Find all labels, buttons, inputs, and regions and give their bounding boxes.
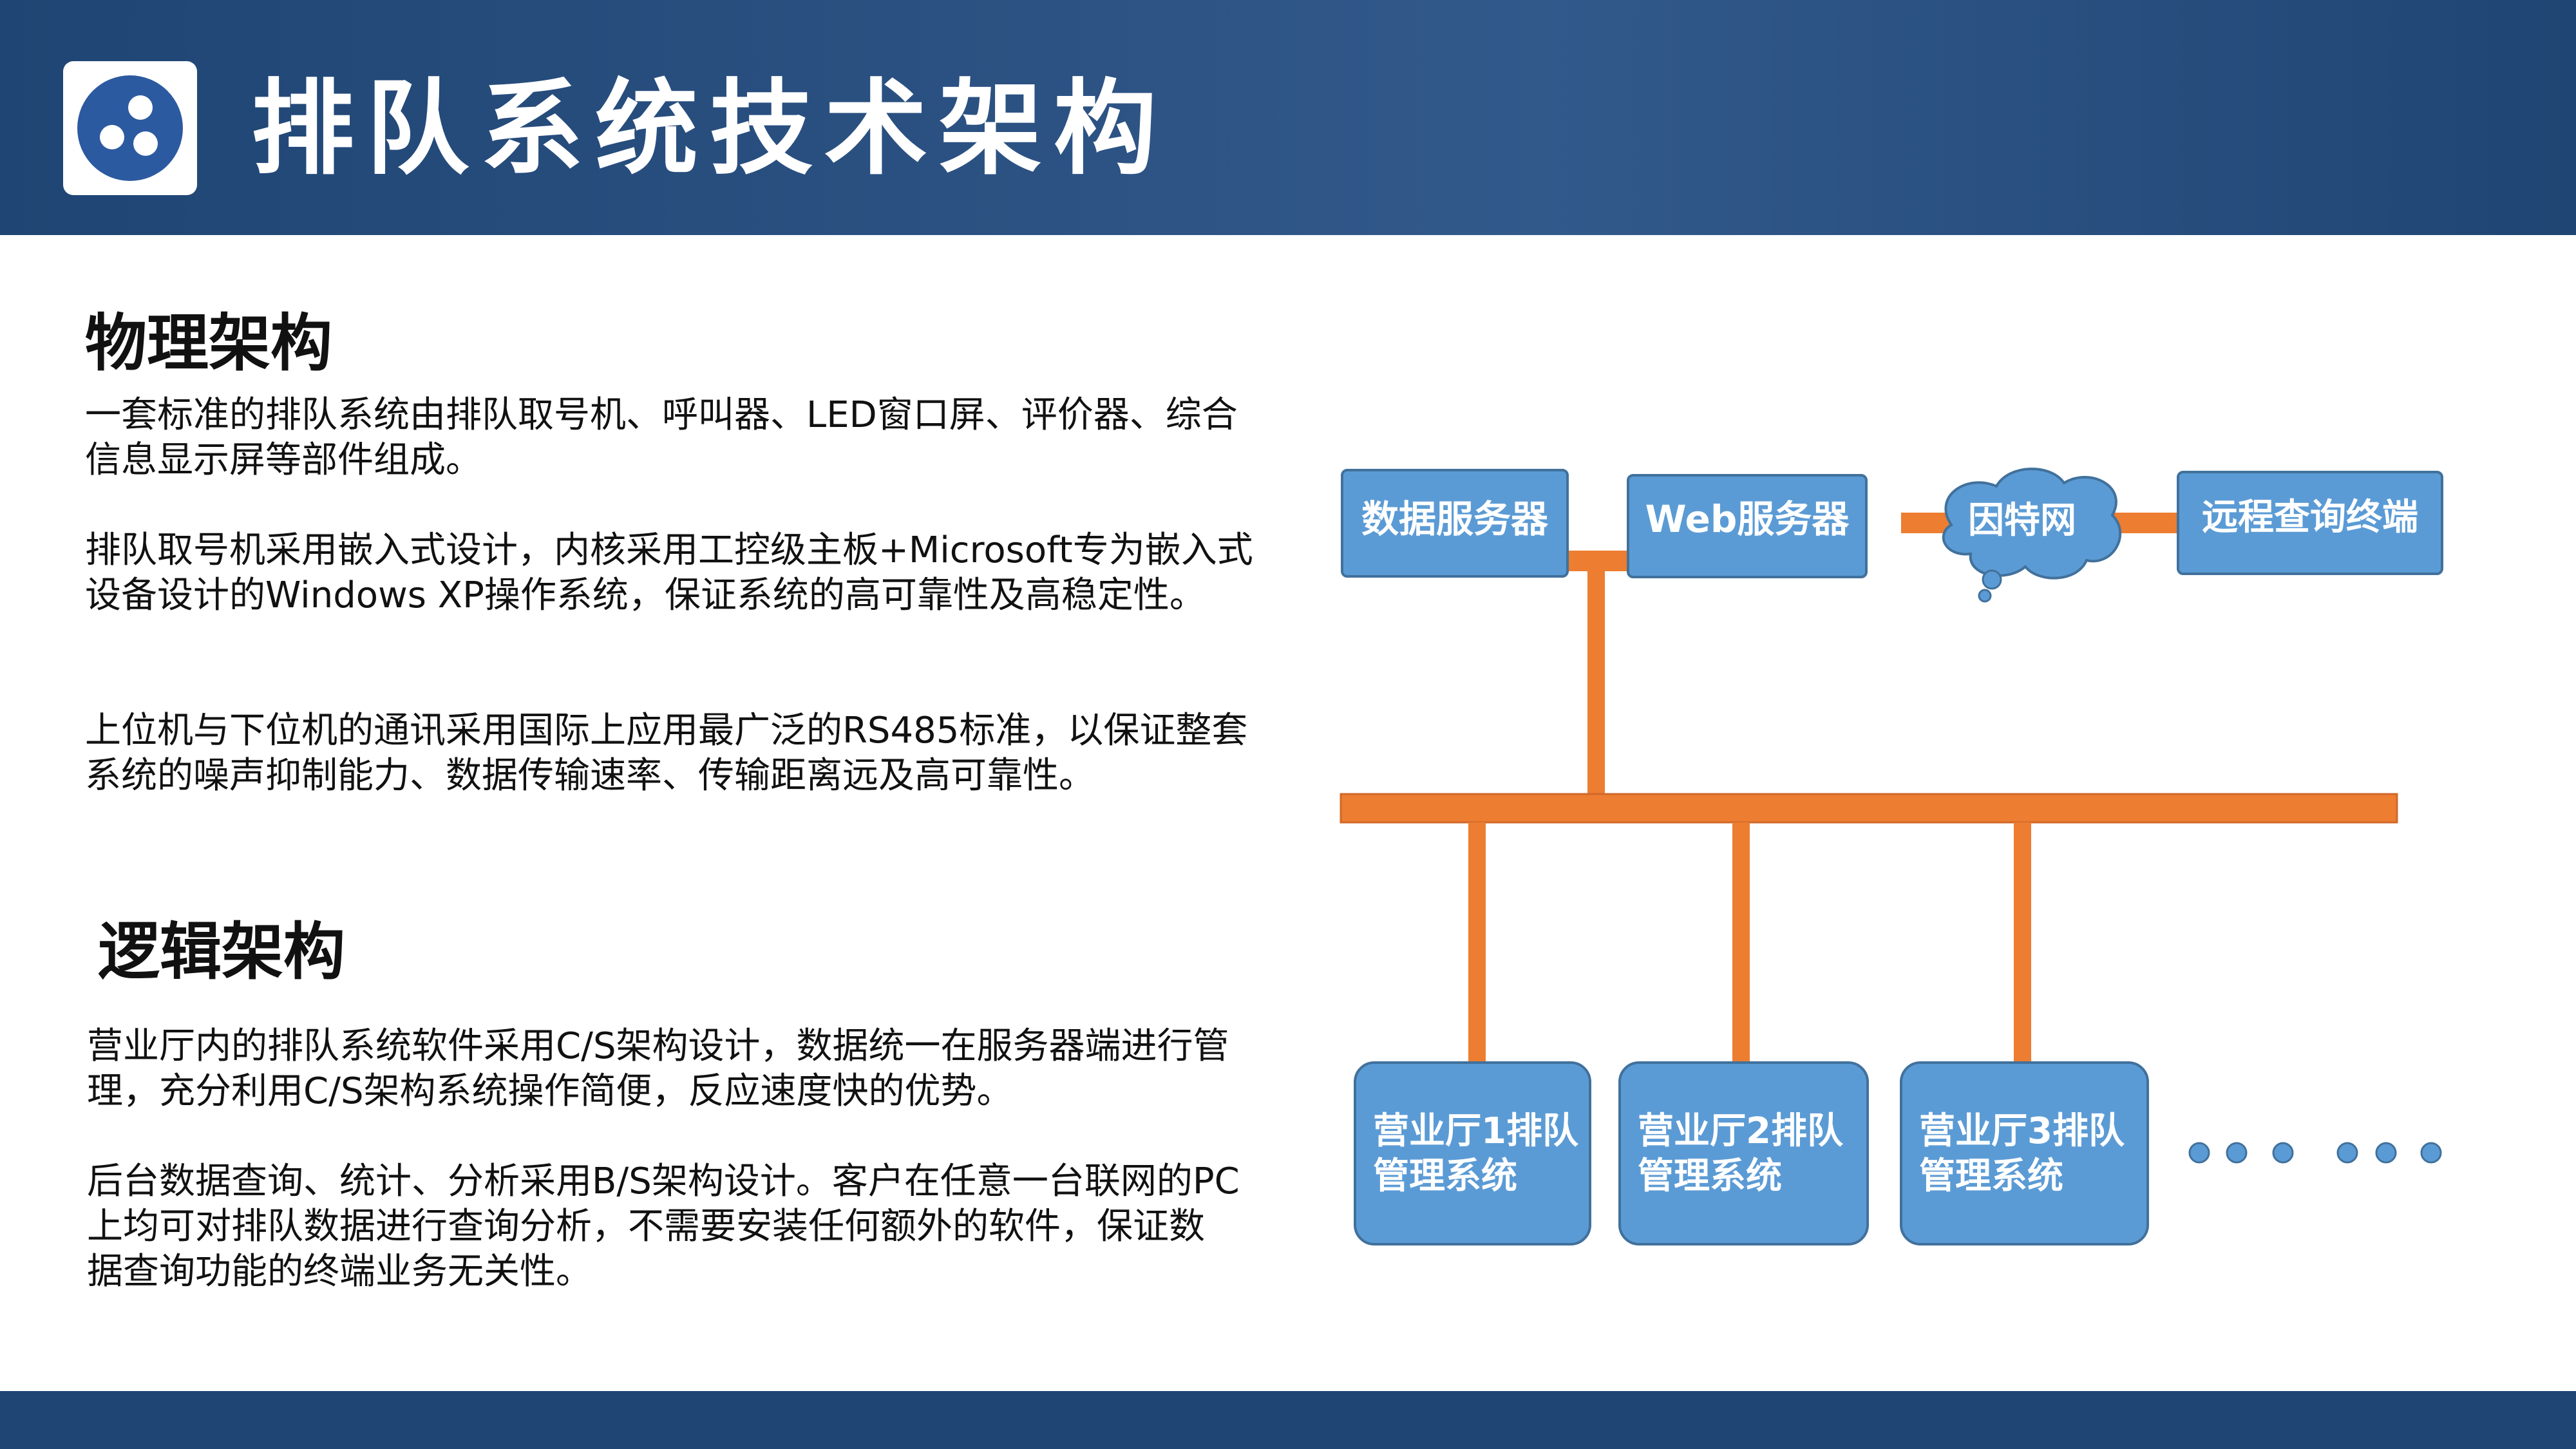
ellipsis-dots-icon [2188, 1142, 2442, 1164]
logo [63, 61, 197, 195]
internet-label: 因特网 [1968, 500, 2076, 542]
hall2-label-line2: 管理系统 [1638, 1155, 1782, 1197]
web-server-node: Web服务器 [1627, 474, 1868, 578]
remote-terminal-node: 远程查询终端 [2177, 471, 2443, 575]
logical-paragraph-1: 营业厅内的排队系统软件采用C/S架构设计，数据统一在服务器端进行管理，充分利用C… [87, 1025, 1229, 1112]
connector-server-trunk [1587, 551, 1605, 799]
physical-paragraph-3: 上位机与下位机的通讯采用国际上应用最广泛的RS485标准，以保证整套系统的噪声抑… [85, 710, 1248, 797]
web-server-label: Web服务器 [1645, 497, 1850, 541]
physical-architecture-title: 物理架构 [85, 307, 332, 379]
internet-cloud-node: 因特网 [1942, 468, 2122, 603]
hall3-queue-system-node: 营业厅3排队 管理系统 [1900, 1061, 2149, 1245]
hall1-label-line1: 营业厅1排队 [1373, 1110, 1579, 1152]
three-dots-circle-logo-icon [77, 75, 183, 181]
hall3-label-line1: 营业厅3排队 [1919, 1110, 2125, 1152]
network-bus [1340, 793, 2398, 824]
connector-bus-hall1 [1468, 822, 1486, 1064]
hall1-queue-system-node: 营业厅1排队 管理系统 [1354, 1061, 1591, 1245]
hall2-queue-system-node: 营业厅2排队 管理系统 [1618, 1061, 1869, 1245]
footer-bar [0, 1391, 2576, 1449]
logical-paragraph-2: 后台数据查询、统计、分析采用B/S架构设计。客户在任意一台联网的PC上均可对排队… [87, 1160, 1240, 1293]
data-server-label: 数据服务器 [1361, 497, 1549, 541]
hall3-label-line2: 管理系统 [1919, 1155, 2063, 1197]
hall1-label-line2: 管理系统 [1373, 1155, 1517, 1197]
logical-architecture-title: 逻辑架构 [98, 916, 345, 988]
physical-paragraph-2: 排队取号机采用嵌入式设计，内核采用工控级主板+Microsoft专为嵌入式设备设… [85, 529, 1253, 616]
connector-bus-hall2 [1732, 822, 1750, 1064]
connector-bus-hall3 [2014, 822, 2031, 1064]
page-title: 排队系统技术架构 [251, 68, 1169, 189]
header-bar [0, 0, 2576, 235]
remote-terminal-label: 远程查询终端 [2202, 497, 2418, 538]
data-server-node: 数据服务器 [1341, 469, 1569, 578]
physical-paragraph-1: 一套标准的排队系统由排队取号机、呼叫器、LED窗口屏、评价器、综合信息显示屏等部… [85, 394, 1238, 481]
hall2-label-line1: 营业厅2排队 [1638, 1110, 1844, 1152]
